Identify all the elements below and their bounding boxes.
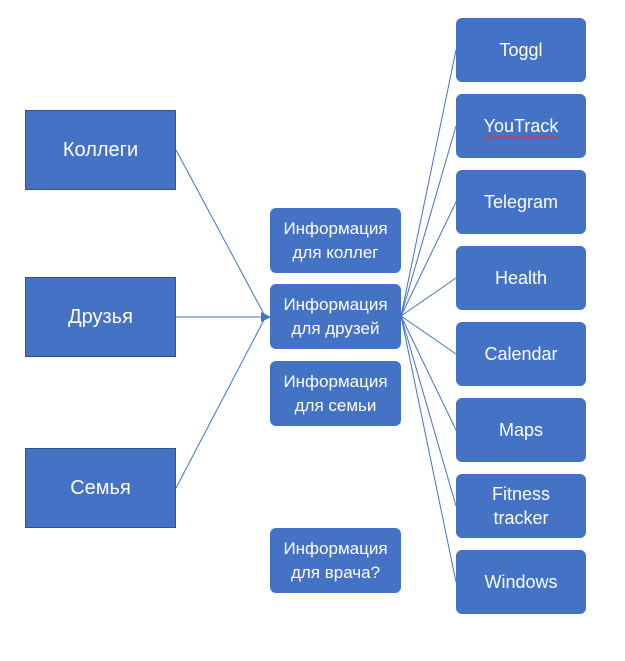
link-info-friends-to-health [400, 277, 457, 317]
link-info-friends-to-maps [400, 315, 457, 431]
info-block-colleagues: Информация для коллег [270, 208, 401, 273]
link-info-friends-to-youtrack [400, 125, 457, 317]
link-info-friends-to-fitness-tracker [400, 315, 457, 507]
source-box-semya: Семья [25, 448, 176, 528]
app-box-maps: Maps [456, 398, 586, 462]
link-info-friends-to-calendar [400, 315, 457, 355]
app-box-windows: Windows [456, 550, 586, 614]
source-box-kollegi: Коллеги [25, 110, 176, 190]
app-box-health: Health [456, 246, 586, 310]
app-box-telegram: Telegram [456, 170, 586, 234]
app-box-fitness-tracker: Fitness tracker [456, 474, 586, 538]
link-kollegi-to-info-friends [175, 149, 266, 317]
arrowhead-info-friends [261, 312, 271, 322]
link-info-friends-to-toggl [400, 49, 457, 317]
link-semya-to-info-friends [175, 317, 266, 489]
info-block-family: Информация для семьи [270, 361, 401, 426]
info-block-doctor: Информация для врача? [270, 528, 401, 593]
info-block-friends: Информация для друзей [270, 284, 401, 349]
source-box-druzya: Друзья [25, 277, 176, 357]
app-box-calendar: Calendar [456, 322, 586, 386]
link-info-friends-to-windows [400, 315, 457, 583]
app-box-youtrack: YouTrack [456, 94, 586, 158]
app-label-youtrack: YouTrack [483, 116, 559, 136]
link-info-friends-to-telegram [400, 201, 457, 317]
app-box-toggl: Toggl [456, 18, 586, 82]
